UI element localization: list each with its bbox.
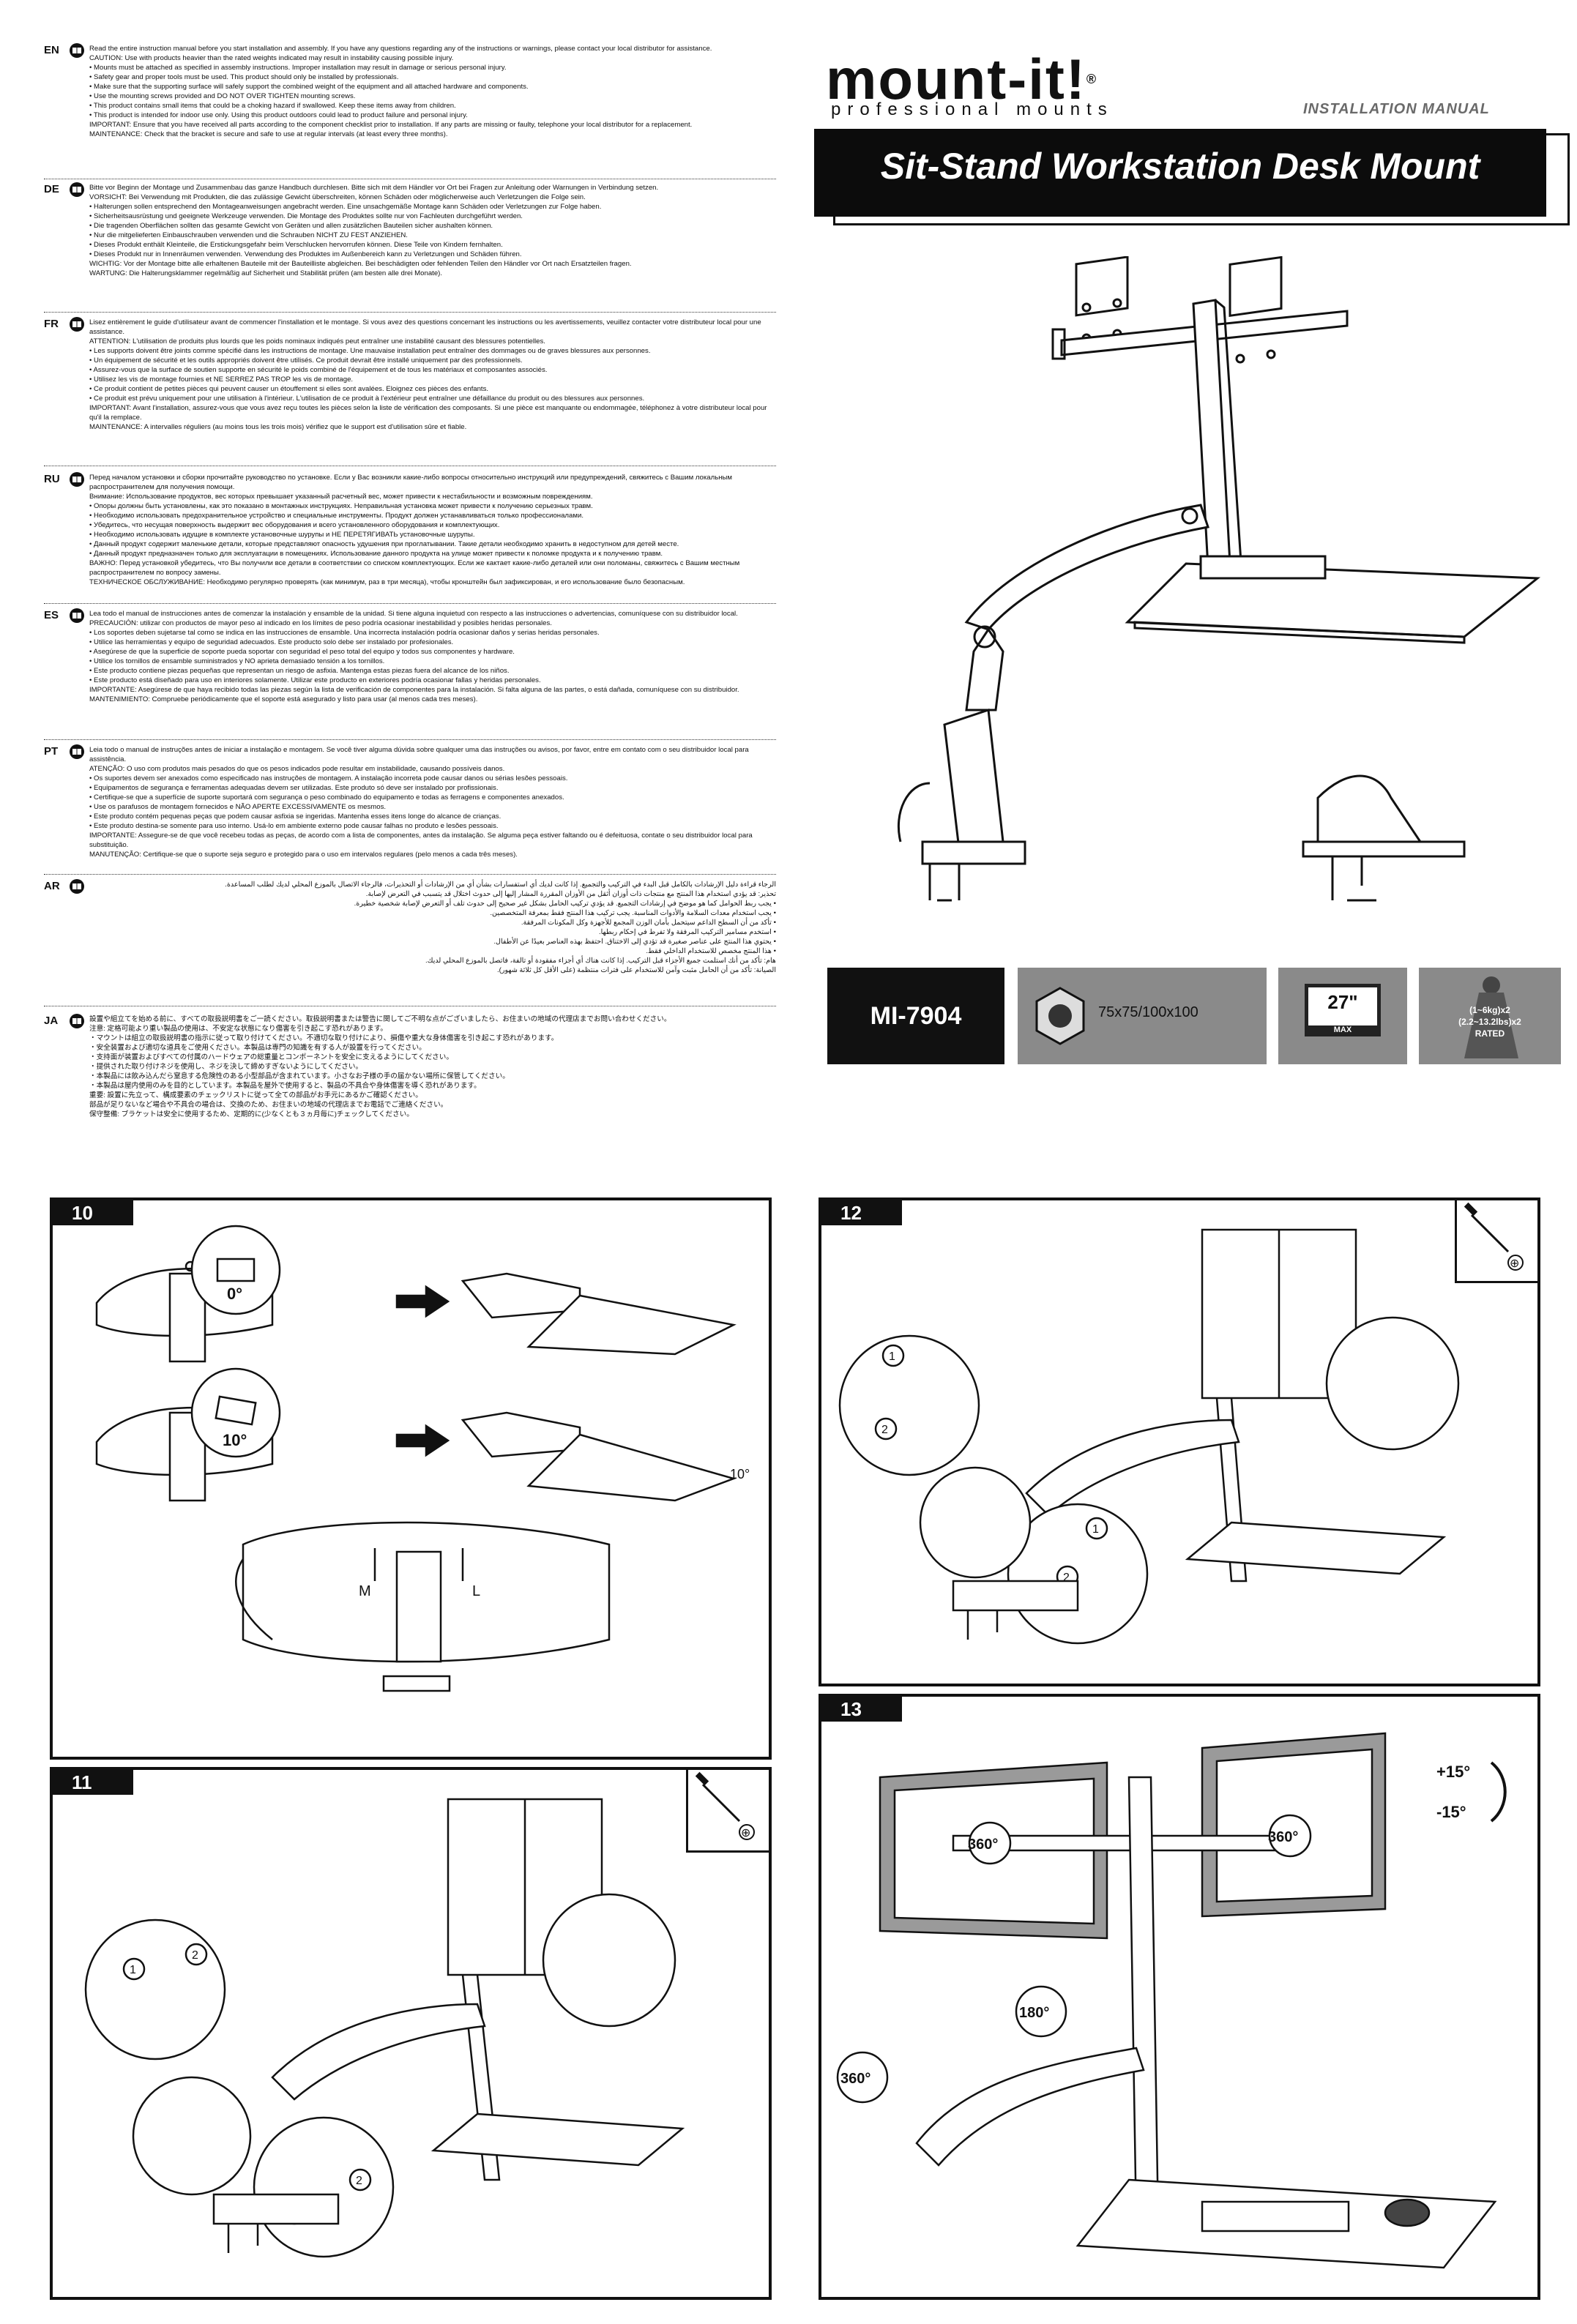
lang-code-ar: AR — [44, 880, 60, 892]
lang-code-ja: JA — [44, 1015, 59, 1027]
weight-line-3: RATED — [1475, 1028, 1505, 1039]
callout-1: 1 — [1092, 1523, 1099, 1536]
lang-code-ru: RU — [44, 473, 60, 485]
brand-logo: mount-it!® — [826, 47, 1098, 111]
weight-spec: (1~6kg)x2 (2.2~13.2lbs)x2 RATED — [1419, 968, 1561, 1064]
lang-block-en: EN Read the entire instruction manual be… — [44, 43, 776, 190]
lang-code-es: ES — [44, 609, 59, 621]
tilt-up-label: +15° — [1436, 1763, 1470, 1781]
callout-2: 2 — [881, 1424, 888, 1436]
read-manual-icon — [70, 879, 84, 894]
brand-tagline: professional mounts — [831, 100, 1114, 119]
l-label: L — [472, 1583, 480, 1599]
lang-block-pt: PT Leia todo o manual de instruções ante… — [44, 744, 776, 884]
vesa-hole-icon — [1035, 987, 1085, 1045]
lang-block-ru: RU Перед началом установки и сборки проч… — [44, 472, 776, 605]
product-illustration — [897, 256, 1541, 902]
callout-1: 1 — [889, 1350, 895, 1363]
model-number: MI-7904 — [827, 968, 1004, 1064]
lang-text-es: Lea todo el manual de instrucciones ante… — [89, 610, 739, 703]
divider — [44, 874, 776, 875]
rotation-label: 360° — [1268, 1829, 1298, 1845]
callout-2: 2 — [192, 1949, 198, 1962]
angle-label: 10° — [730, 1467, 750, 1482]
lang-text-fr: Lisez entièrement le guide d'utilisateur… — [89, 318, 767, 431]
title-bar: Sit-Stand Workstation Desk Mount — [814, 129, 1570, 225]
screwdriver-tool: ⊕ — [686, 1770, 769, 1853]
weight-line-1: (1~6kg)x2 — [1469, 1005, 1510, 1015]
read-manual-icon — [70, 43, 84, 58]
weight-icon — [1464, 976, 1518, 1058]
lang-block-ar: AR الرجاء قراءة دليل الإرشادات بالكامل ق… — [44, 879, 776, 1004]
angle-label: 0° — [227, 1285, 242, 1303]
lang-text-pt: Leia todo o manual de instruções antes d… — [89, 746, 753, 859]
step-number: 10 — [53, 1200, 133, 1225]
divider — [44, 603, 776, 604]
screwdriver-icon: ⊕ — [695, 1771, 755, 1840]
lang-code-pt: PT — [44, 745, 59, 758]
spec-row: MI-7904 75x75/100x100 27" MAX (1~6kg)x2 … — [0, 968, 1577, 1064]
step-13-panel: 13 360° 360° 180° 360° +15° -15° — [819, 1694, 1540, 2300]
m-label: M — [359, 1583, 371, 1599]
vesa-spec: 75x75/100x100 — [1018, 968, 1267, 1064]
read-manual-icon — [70, 472, 84, 487]
lang-text-ar: الرجاء قراءة دليل الإرشادات بالكامل قبل … — [225, 881, 776, 974]
read-manual-icon — [70, 1014, 84, 1028]
lang-text-ja: 設置や組立てを始める前に、すべての取扱説明書をご一読ください。取扱説明書または警… — [89, 1015, 671, 1118]
vesa-text: 75x75/100x100 — [1098, 1004, 1198, 1020]
monitor-icon: 27" MAX — [1305, 984, 1381, 1036]
lang-block-es: ES Lea todo el manual de instrucciones a… — [44, 608, 776, 741]
page-title: Sit-Stand Workstation Desk Mount — [880, 146, 1480, 187]
callout-2: 2 — [356, 2175, 362, 2187]
step-12-panel: 12 ⊕ 1 2 1 2 — [819, 1198, 1540, 1686]
read-manual-icon — [70, 744, 84, 759]
read-manual-icon — [70, 182, 84, 197]
step-number: 13 — [821, 1697, 902, 1722]
lang-code-fr: FR — [44, 318, 59, 330]
lang-text-en: Read the entire instruction manual befor… — [89, 45, 712, 138]
step-10-panel: 10 0° 10° 10° M L — [50, 1198, 772, 1760]
lang-text-de: Bitte vor Beginn der Montage und Zusamme… — [89, 184, 659, 277]
lang-block-fr: FR Lisez entièrement le guide d'utilisat… — [44, 317, 776, 464]
tilt-down-label: -15° — [1436, 1803, 1466, 1821]
screen-size-spec: 27" MAX — [1278, 968, 1407, 1064]
step-13-diagram: 360° 360° 180° 360° +15° -15° — [836, 1732, 1507, 2269]
step-number: 12 — [821, 1200, 902, 1225]
divider — [44, 312, 776, 313]
step-11-panel: 11 ⊕ 1 2 1 2 — [50, 1767, 772, 2300]
screwdriver-icon: ⊕ — [1464, 1202, 1524, 1271]
doc-type: INSTALLATION MANUAL — [1303, 101, 1490, 117]
svg-text:⊕: ⊕ — [1510, 1258, 1519, 1270]
lang-block-de: DE Bitte vor Beginn der Montage und Zusa… — [44, 182, 776, 315]
svg-text:⊕: ⊕ — [741, 1827, 750, 1839]
step-12-diagram: 1 2 1 2 — [838, 1228, 1460, 1645]
weight-line-2: (2.2~13.2lbs)x2 — [1458, 1017, 1521, 1027]
vesa-plate-left — [1075, 256, 1129, 343]
callout-2: 2 — [1063, 1572, 1070, 1584]
divider — [44, 739, 776, 740]
step-10-diagram: 0° 10° 10° M L — [95, 1225, 750, 1692]
rotation-label: 360° — [968, 1837, 998, 1853]
rotation-label: 360° — [840, 2071, 870, 2087]
lang-text-ru: Перед началом установки и сборки прочита… — [89, 474, 740, 586]
lang-code-de: DE — [44, 183, 59, 195]
lang-block-ja: JA 設置や組立てを始める前に、すべての取扱説明書をご一読ください。取扱説明書ま… — [44, 1014, 776, 1132]
read-manual-icon — [70, 317, 84, 332]
step-number: 11 — [53, 1770, 133, 1795]
vesa-plate-right — [1229, 256, 1283, 364]
callout-1: 1 — [130, 1964, 136, 1976]
lang-code-en: EN — [44, 44, 59, 56]
rotation-label: 180° — [1019, 2005, 1049, 2021]
angle-label: 10° — [223, 1431, 247, 1449]
read-manual-icon — [70, 608, 84, 623]
screwdriver-tool: ⊕ — [1455, 1200, 1537, 1283]
step-11-diagram: 1 2 1 2 — [84, 1798, 685, 2258]
